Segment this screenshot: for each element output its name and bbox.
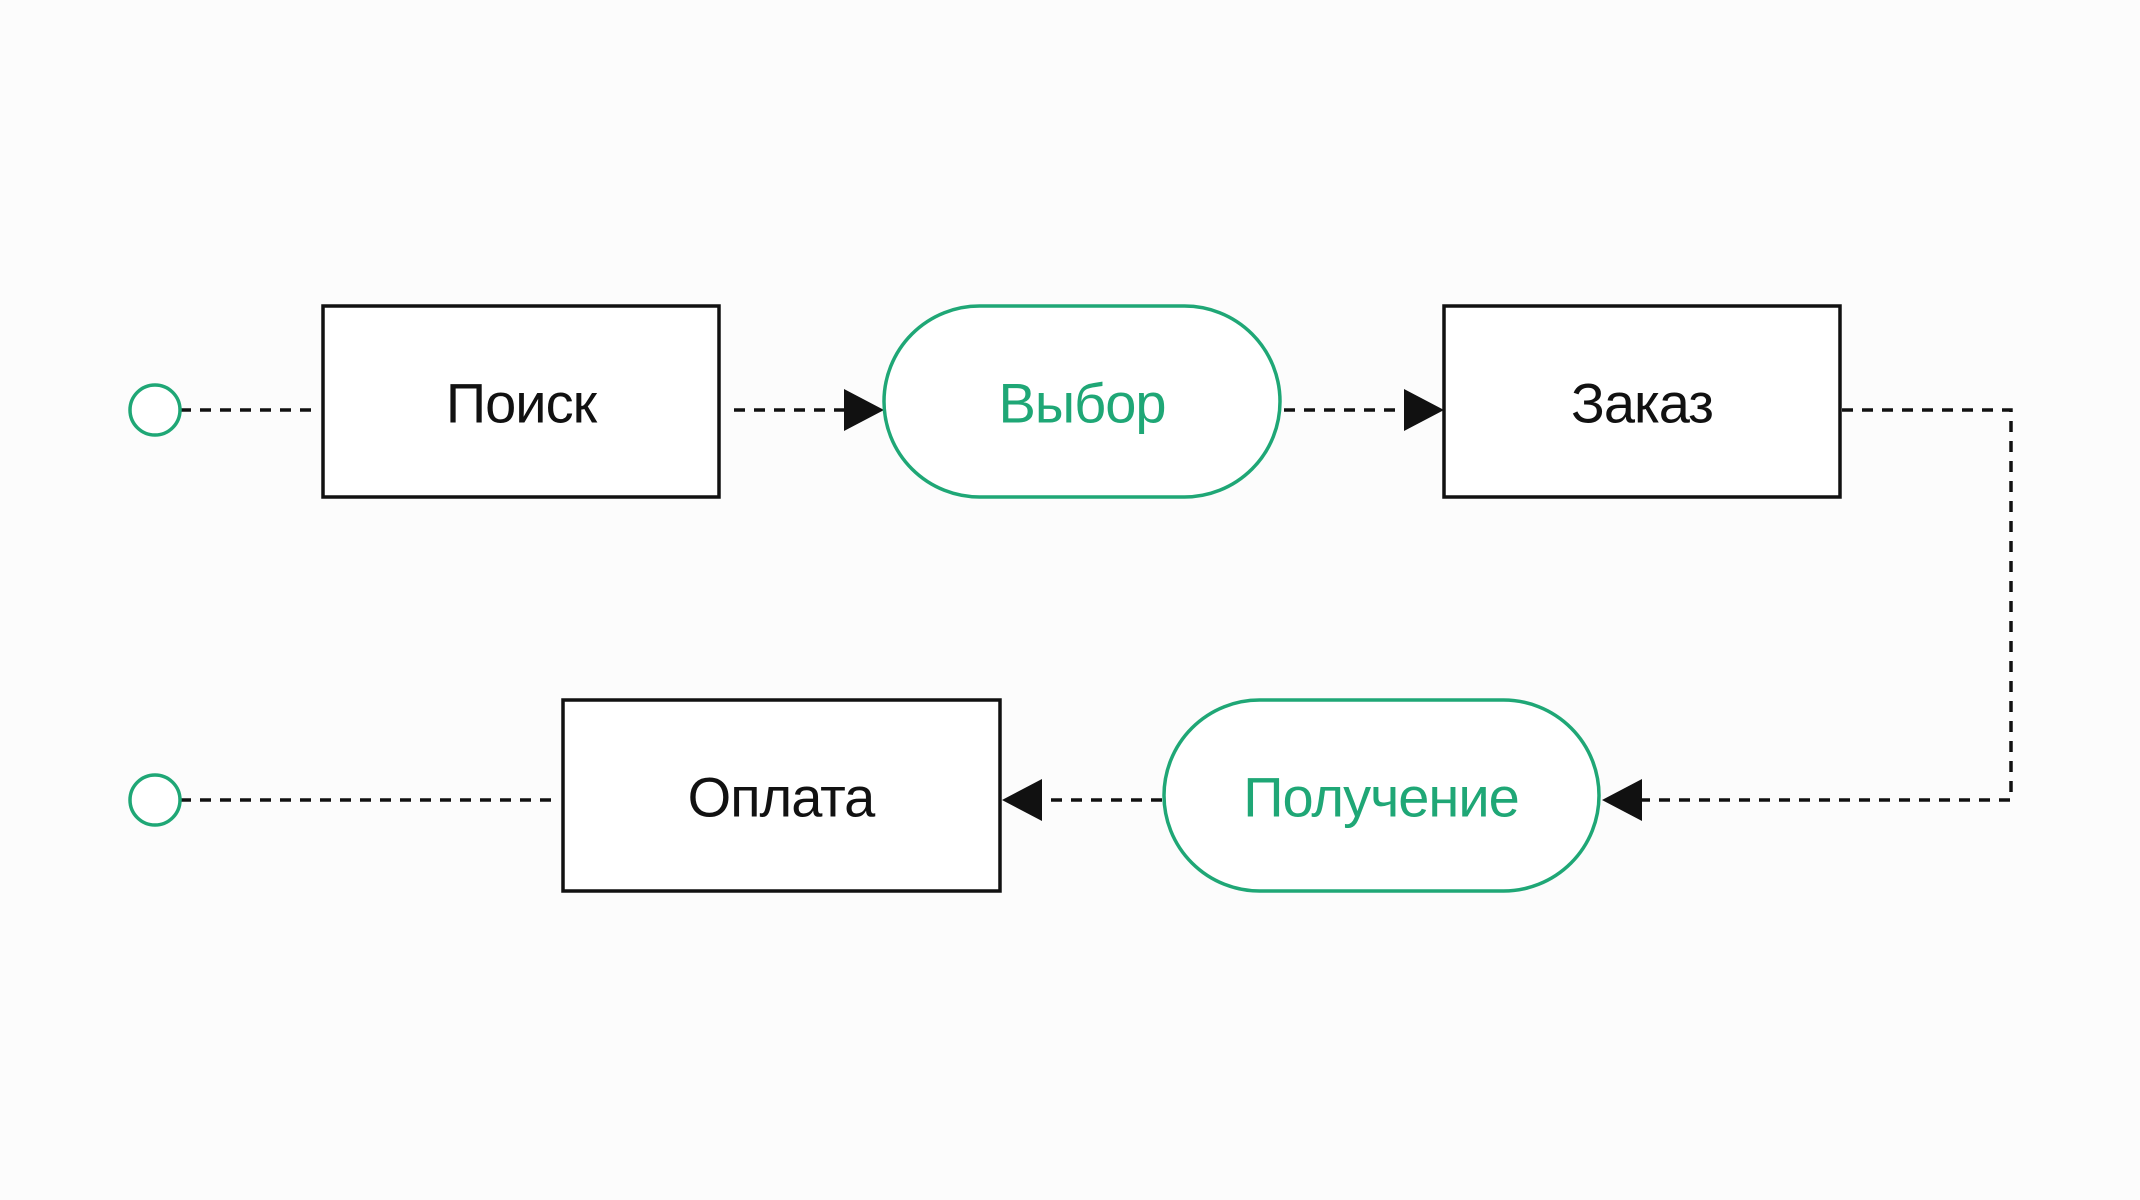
arrow-head-left-icon: [1002, 779, 1042, 821]
node-payment-box: [561, 698, 1002, 893]
node-payment: Оплата: [561, 698, 1002, 893]
node-choice-label: Выбор: [999, 372, 1166, 435]
node-receipt: Получение: [1162, 698, 1601, 893]
arrow-head-right-icon: [1404, 389, 1444, 431]
node-order-box: [1442, 304, 1842, 499]
node-search: Поиск: [321, 304, 721, 499]
node-choice-pill: [882, 304, 1282, 499]
start-terminal-icon: [128, 383, 182, 437]
node-search-label: Поиск: [446, 372, 598, 435]
node-payment-label: Оплата: [688, 766, 876, 829]
node-receipt-label: Получение: [1243, 766, 1519, 829]
arrow-head-left-icon: [1602, 779, 1642, 821]
node-choice: Выбор: [882, 304, 1282, 499]
arrow-head-right-icon: [844, 389, 884, 431]
node-receipt-pill: [1162, 698, 1601, 893]
edge-order-to-receipt: [1640, 408, 2013, 802]
end-terminal-icon: [128, 773, 182, 827]
node-search-box: [321, 304, 721, 499]
node-order-label: Заказ: [1571, 372, 1713, 435]
node-order: Заказ: [1442, 304, 1842, 499]
